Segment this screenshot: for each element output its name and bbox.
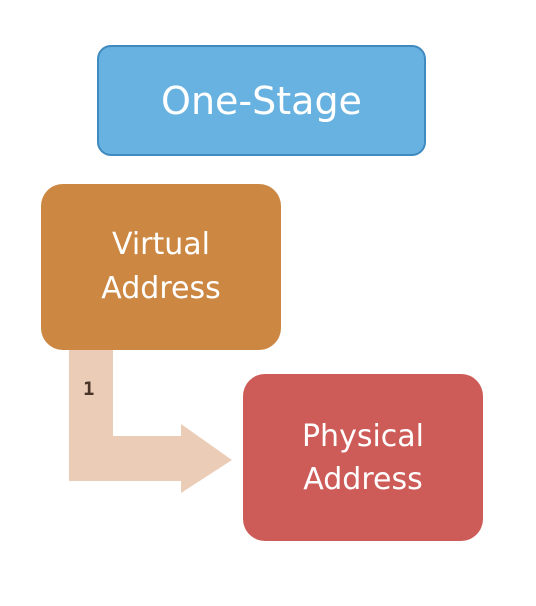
physical-address-node: Physical Address bbox=[243, 374, 483, 541]
step-number-label: 1 bbox=[83, 378, 95, 400]
physical-address-label: Physical Address bbox=[301, 418, 425, 497]
bent-arrow-shape bbox=[69, 350, 232, 493]
virtual-address-label: Virtual Address bbox=[101, 227, 221, 306]
virtual-address-node: Virtual Address bbox=[41, 184, 281, 350]
diagram-title: One-Stage bbox=[161, 78, 362, 123]
diagram-title-box: One-Stage bbox=[97, 45, 426, 156]
